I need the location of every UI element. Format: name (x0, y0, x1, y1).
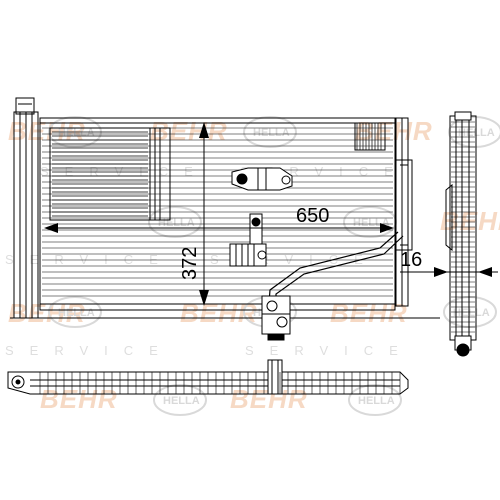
service-watermark: SERVICE (40, 164, 209, 179)
left-header-tank (13, 97, 39, 319)
svg-text:HELLA: HELLA (163, 395, 200, 407)
svg-text:HELLA: HELLA (253, 127, 290, 139)
behr-watermark: BEHR (355, 116, 433, 146)
behr-watermark: BEHR (8, 116, 86, 146)
behr-watermark: BEHR (440, 206, 500, 236)
hella-watermark: HELLA (343, 206, 397, 238)
behr-watermark: BEHR (150, 116, 228, 146)
upper-fin-section (354, 122, 386, 151)
hella-watermark: HELLA (348, 384, 402, 416)
condenser-core-outline (39, 117, 396, 311)
svg-text:HELLA: HELLA (158, 217, 195, 229)
right-header-tank (395, 117, 413, 307)
dimension-width: 650 (44, 205, 394, 233)
front-view (10, 97, 440, 341)
dimension-width-label: 650 (296, 205, 329, 227)
behr-watermark: BEHR (40, 384, 118, 414)
dimension-height-label: 372 (179, 247, 201, 280)
dimension-height: 372 (179, 122, 209, 306)
pipe-fitting (261, 295, 291, 341)
mounting-bracket (231, 167, 293, 191)
hella-watermark: HELLA (243, 116, 297, 148)
dimension-depth-label: 16 (400, 249, 422, 271)
receiver-drier (49, 127, 171, 221)
hella-watermark: HELLA (153, 384, 207, 416)
dimension-depth: 16 (400, 249, 498, 277)
svg-text:HELLA: HELLA (358, 395, 395, 407)
mounting-bracket (229, 213, 267, 267)
behr-watermark: BEHR (8, 298, 86, 328)
service-watermark: SERVICE (245, 343, 414, 358)
side-view (445, 111, 477, 357)
bottom-view (7, 359, 409, 395)
service-watermark: SERVICE (5, 252, 174, 267)
hella-watermark: HELLA (148, 206, 202, 238)
behr-watermark: BEHR (180, 298, 258, 328)
behr-watermark: BEHR (330, 298, 408, 328)
svg-text:HELLA: HELLA (58, 307, 95, 319)
service-watermark: SERVICE (5, 343, 174, 358)
svg-text:HELLA: HELLA (58, 127, 95, 139)
